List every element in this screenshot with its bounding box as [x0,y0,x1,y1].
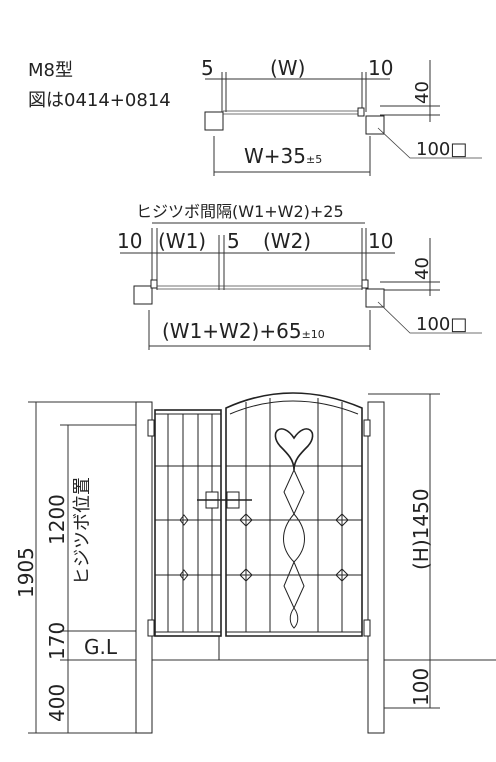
dim-left: 5 [201,56,214,80]
figure-note: 図は0414+0814 [28,90,171,111]
post-right-elevation [367,401,385,734]
dim-center: 5 [227,229,240,253]
dim-left-2: 10 [117,229,142,253]
dim-depth-2: 40 [412,257,433,280]
dim-depth: 40 [412,81,433,104]
post-left-elevation [135,401,153,734]
overall-width: W+35±5 [244,144,322,168]
dim-right: 10 [368,56,393,80]
post-size-2: 100□ [416,314,467,335]
right-leaf [225,392,363,637]
post-left-2 [133,285,153,305]
overall-width-2: (W1+W2)+65±10 [162,319,325,343]
ground-gap: 170 [45,622,69,660]
hinge-label: ヒジツボ位置 [72,477,93,585]
post-size: 100□ [416,139,467,160]
ground-label: G.L [84,635,118,659]
hinge-bottom-right [363,619,371,637]
dim-width: (W) [270,56,305,80]
model-label: M8型 [28,60,73,81]
hinge-top-right [363,419,371,437]
embed-depth: 400 [45,684,69,722]
elevation-view: 1905 1200 ヒジツボ位置 170 G.L 400 [14,392,496,734]
dim-w1: (W1) [158,229,206,253]
dim-w2: (W2) [263,229,311,253]
hinge-top-left [147,419,155,437]
left-leaf [154,409,222,637]
post-right-2 [365,288,385,308]
gate-height: (H)1450 [409,488,433,570]
hinge-marker-left [150,279,158,289]
dim-right-2: 10 [368,229,393,253]
post-left [204,111,224,131]
total-height: 1905 [14,547,38,598]
bottom-clearance: 100 [409,668,433,706]
top-view-single: 5 (W) 10 40 100□ W+35±5 [201,56,482,176]
hinge-marker [357,107,365,117]
hinge-height: 1200 [45,494,69,545]
top-view-double: ヒジツボ間隔(W1+W2)+25 10 (W1) 5 (W2) 10 40 10… [117,202,482,350]
hinge-marker-right [361,279,369,289]
hinge-bottom-left [147,619,155,637]
hinge-spacing-label: ヒジツボ間隔(W1+W2)+25 [136,202,344,221]
